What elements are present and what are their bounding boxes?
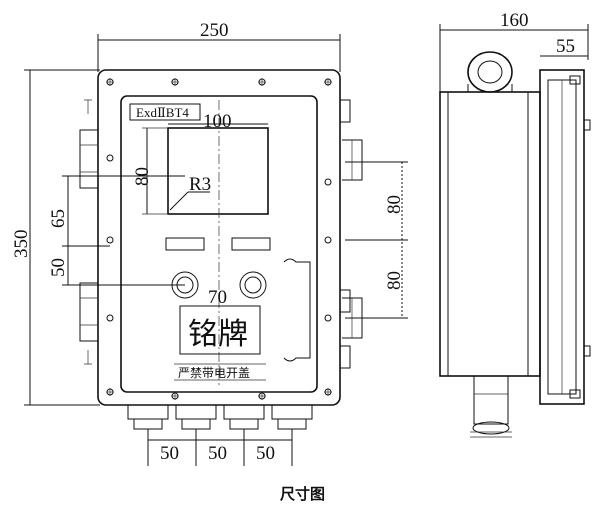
right-80-top-dimension: 80 — [384, 195, 405, 214]
right-glands — [340, 99, 363, 369]
bottom-glands — [127, 404, 313, 430]
left-50-dimension: 50 — [48, 258, 69, 277]
front-view: 250 350 — [11, 20, 408, 466]
side-bottom-gland — [473, 375, 509, 425]
window-width-dimension: 100 — [203, 111, 232, 132]
bottom-dimension-3: 50 — [256, 443, 275, 464]
housing-bolts — [106, 78, 332, 400]
width-dimension: 250 — [200, 20, 229, 41]
ex-marking: ExdⅡBT4 — [136, 105, 189, 120]
indicator-slot-left — [165, 237, 205, 251]
side-flange — [539, 69, 585, 405]
nameplate-frame — [179, 305, 261, 355]
door-handle — [283, 258, 311, 362]
cover-outline — [120, 95, 318, 393]
left-glands — [79, 99, 99, 365]
nameplate-text: 铭牌 — [188, 317, 248, 352]
side-view: 160 55 — [439, 10, 591, 438]
display-window — [167, 127, 269, 215]
button-spacing-dimension: 70 — [208, 287, 227, 308]
right-80-bottom-dimension: 80 — [384, 271, 405, 290]
bottom-dimension-2: 50 — [208, 443, 227, 464]
flange-dimension: 55 — [556, 36, 575, 57]
height-dimension: 350 — [11, 230, 32, 259]
depth-dimension: 160 — [500, 10, 529, 31]
housing-outline — [97, 69, 341, 406]
radius-dimension: R3 — [189, 174, 211, 195]
drawing-caption: 尺寸图 — [280, 485, 325, 503]
side-flange-bolts — [569, 75, 591, 399]
indicator-slot-right — [231, 237, 271, 251]
warning-text: 严禁带电开盖 — [178, 366, 250, 380]
left-65-dimension: 65 — [48, 209, 69, 228]
side-body — [439, 91, 541, 377]
bottom-dimension-1: 50 — [160, 443, 179, 464]
side-top-gland — [467, 51, 513, 93]
